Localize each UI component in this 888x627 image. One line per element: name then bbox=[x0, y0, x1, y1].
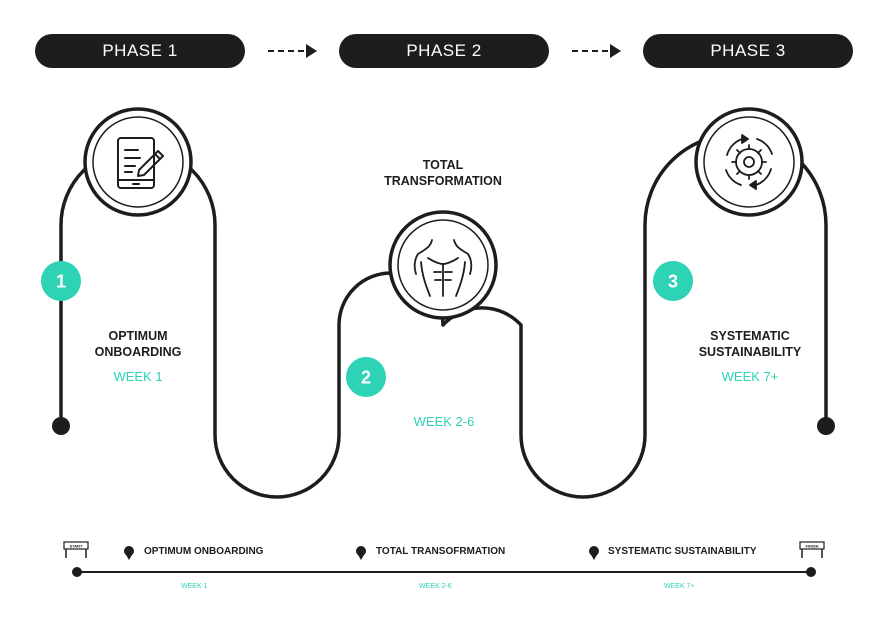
torso-icon bbox=[413, 239, 473, 297]
location-pin-icon bbox=[589, 546, 599, 560]
timeline-item-1-label: OPTIMUM ONBOARDING bbox=[144, 546, 264, 557]
timeline-start-dot bbox=[72, 567, 82, 577]
timeline-item-2-label: TOTAL TRANSOFRMATION bbox=[376, 546, 506, 557]
step-3-title: SYSTEMATIC SUSTAINABILITY bbox=[688, 328, 812, 360]
step-1-number-badge: 1 bbox=[41, 261, 81, 301]
timeline-item-3-week: WEEK 7+ bbox=[664, 583, 695, 590]
start-flag-label: START bbox=[69, 544, 83, 549]
step-2-title-line2: TRANSFORMATION bbox=[384, 174, 502, 188]
step-3-icon-circle bbox=[694, 107, 804, 217]
location-pin-icon bbox=[124, 546, 134, 560]
step-2-title: TOTAL TRANSFORMATION bbox=[368, 157, 518, 189]
dashed-arrow-icon bbox=[268, 44, 317, 58]
step-3-title-line2: SUSTAINABILITY bbox=[698, 345, 802, 359]
finish-flag-label: FINISH bbox=[805, 544, 818, 549]
step-1-title-line1: OPTIMUM bbox=[108, 329, 168, 343]
phase-2-label: PHASE 2 bbox=[406, 41, 482, 60]
phase-3-label: PHASE 3 bbox=[710, 41, 786, 60]
step-3-number-badge: 3 bbox=[653, 261, 693, 301]
timeline-end-dot bbox=[806, 567, 816, 577]
path-start-dot bbox=[52, 417, 70, 435]
document-edit-icon bbox=[117, 137, 164, 189]
step-1-title: OPTIMUM ONBOARDING bbox=[78, 328, 198, 360]
phase-1-label: PHASE 1 bbox=[102, 41, 178, 60]
path-end-dot bbox=[817, 417, 835, 435]
step-2-number-badge: 2 bbox=[346, 357, 386, 397]
step-3-week: WEEK 7+ bbox=[721, 369, 779, 384]
gear-cycle-icon bbox=[725, 134, 773, 190]
step-3-title-line1: SYSTEMATIC bbox=[710, 329, 790, 343]
timeline-item-3-label: SYSTEMATIC SUSTAINABILITY bbox=[608, 546, 757, 557]
step-1-number: 1 bbox=[56, 272, 66, 292]
step-2-title-line1: TOTAL bbox=[422, 158, 464, 172]
phase-1-pill: PHASE 1 bbox=[35, 34, 245, 68]
finish-flag-icon: FINISH bbox=[799, 541, 825, 558]
step-2-week: WEEK 2-6 bbox=[413, 414, 475, 429]
step-1-icon-circle bbox=[83, 107, 193, 217]
step-2-number: 2 bbox=[361, 368, 371, 388]
step-2-icon-circle bbox=[388, 210, 498, 320]
phase-2-pill: PHASE 2 bbox=[339, 34, 549, 68]
dashed-arrow-icon bbox=[572, 44, 621, 58]
timeline-item-2-week: WEEK 2-6 bbox=[419, 583, 452, 590]
timeline-item-1-week: WEEK 1 bbox=[181, 583, 208, 590]
step-1-title-line2: ONBOARDING bbox=[94, 345, 182, 359]
location-pin-icon bbox=[356, 546, 366, 560]
phase-3-pill: PHASE 3 bbox=[643, 34, 853, 68]
step-1-week: WEEK 1 bbox=[113, 369, 163, 384]
step-3-number: 3 bbox=[668, 272, 678, 292]
start-flag-icon: START bbox=[63, 541, 89, 558]
